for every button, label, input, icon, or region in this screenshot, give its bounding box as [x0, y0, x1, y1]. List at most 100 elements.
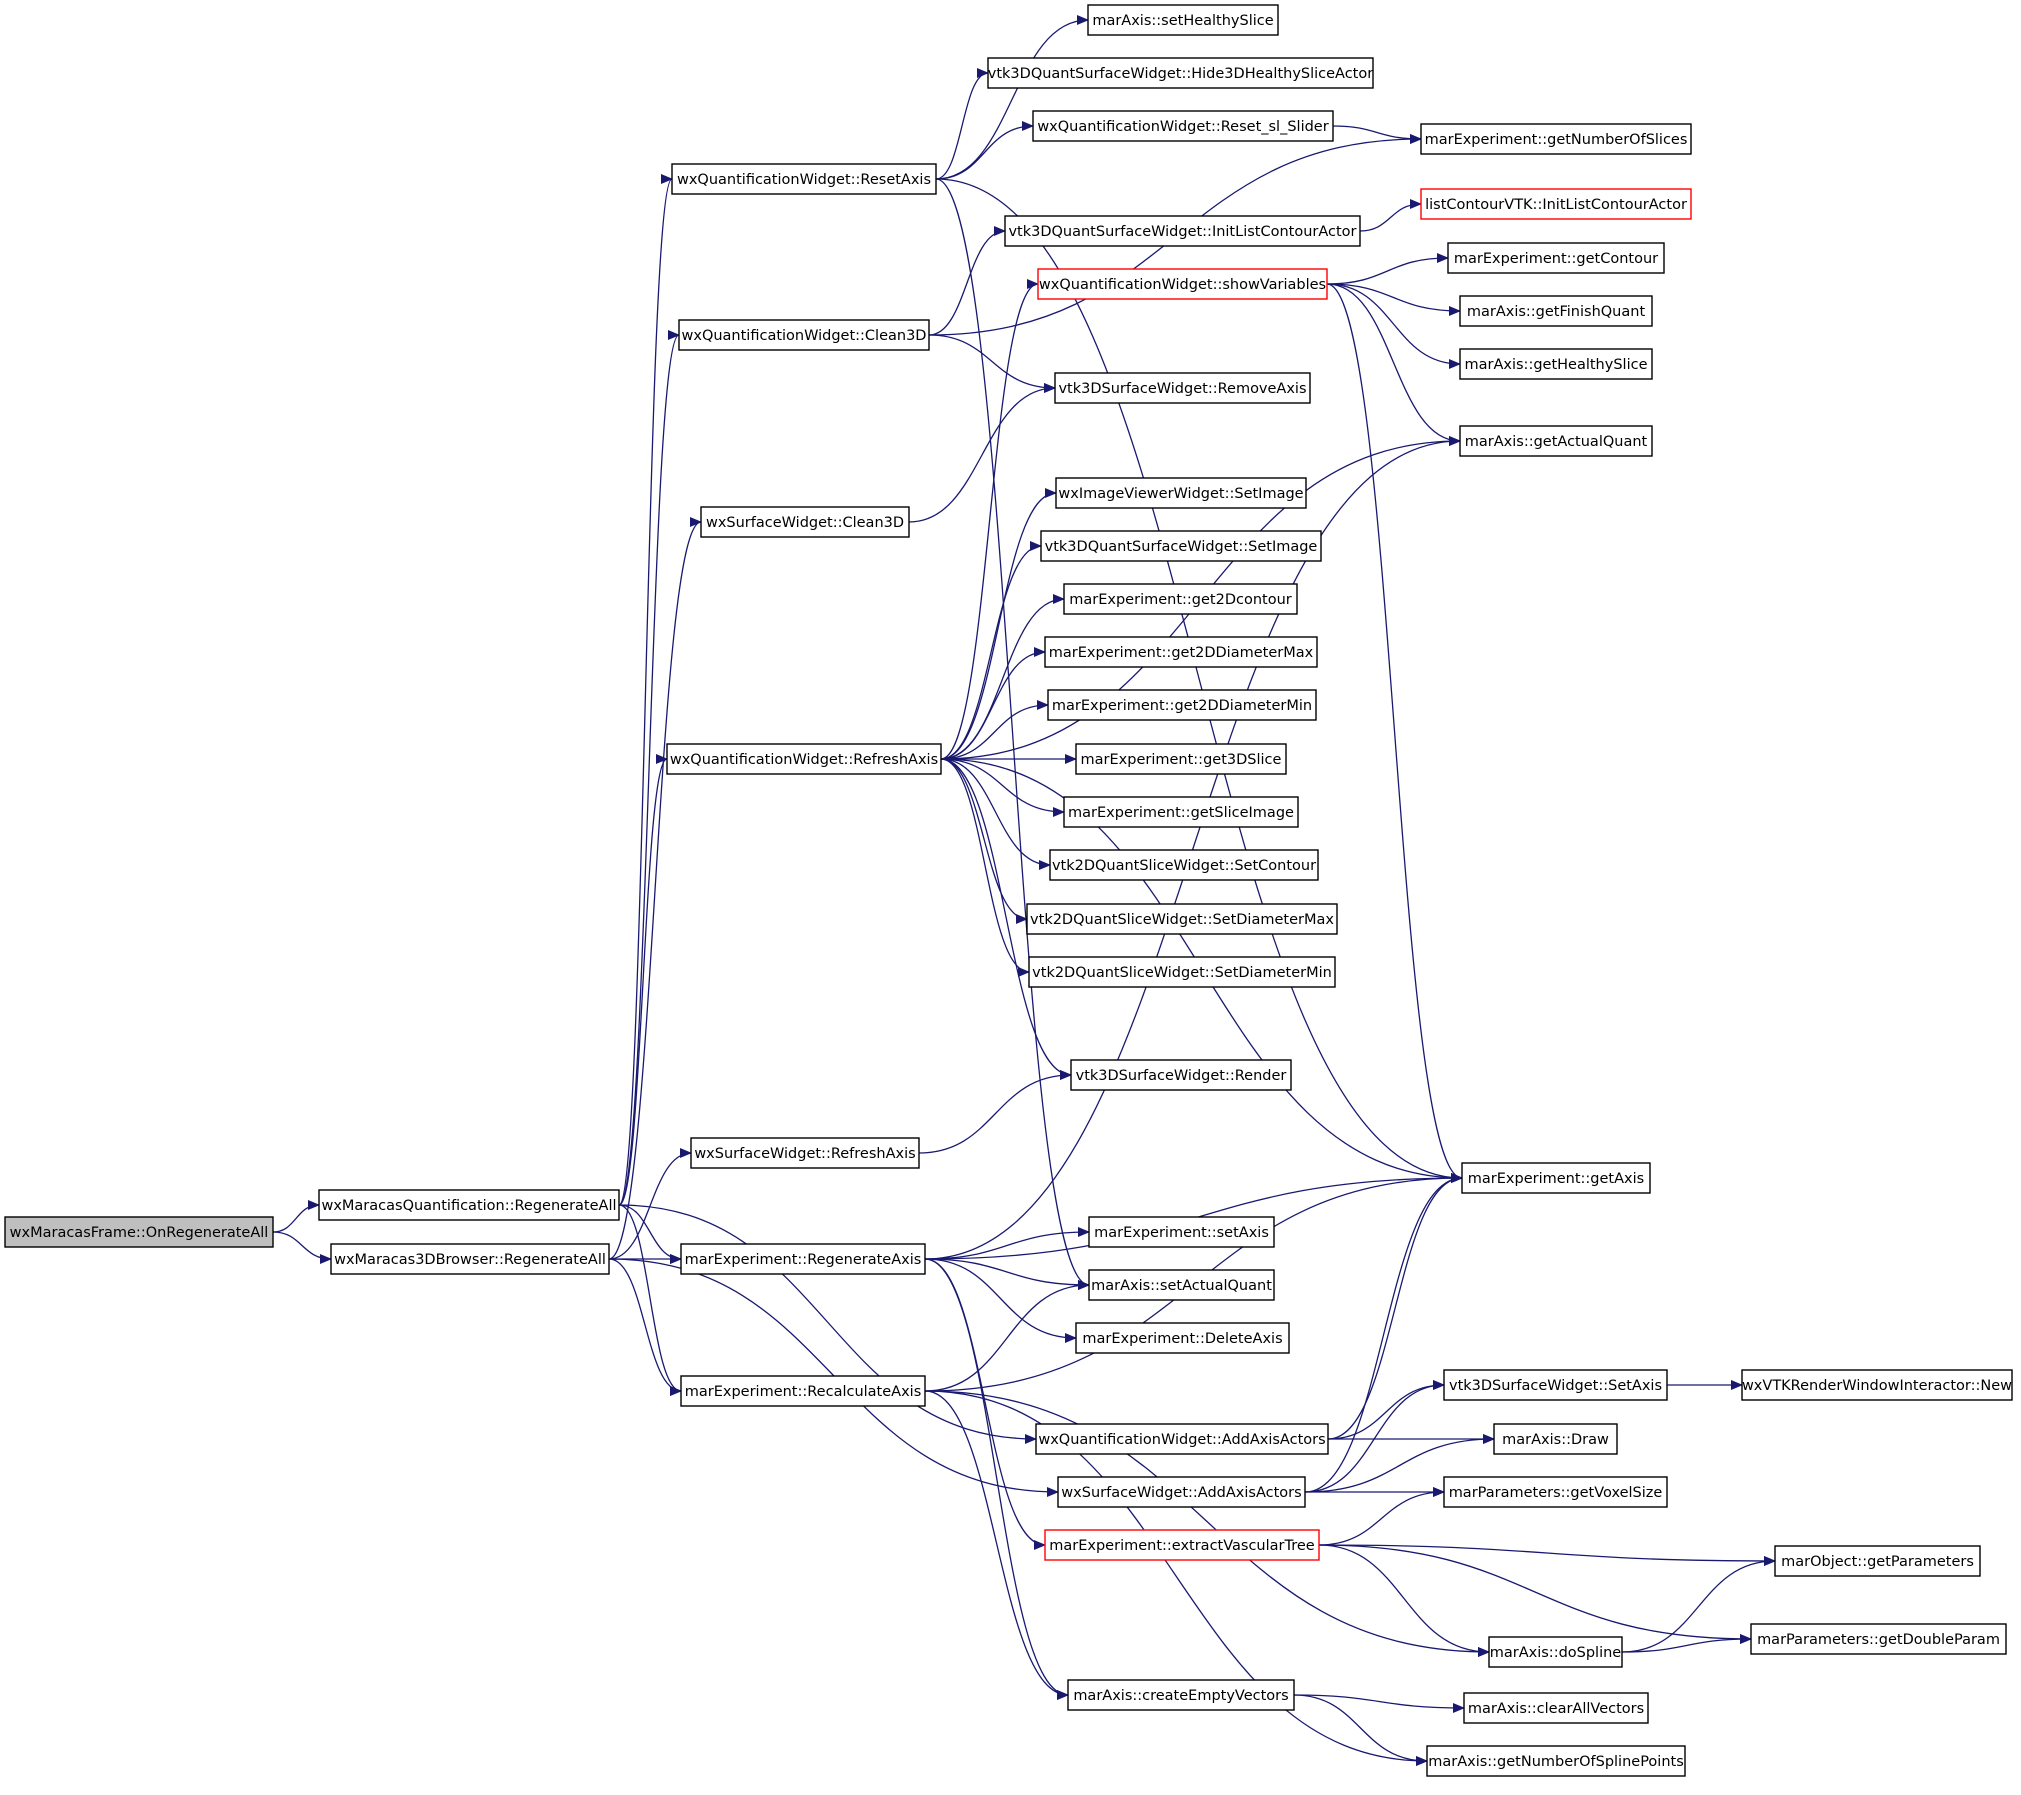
node-label: vtk2DQuantSliceWidget::SetContour — [1052, 858, 1316, 874]
edge-n7-to-n32 — [918, 1070, 1072, 1154]
node-marexperiment-regenerateaxis[interactable]: marExperiment::RegenerateAxis — [680, 1243, 926, 1275]
node-maraxis-clearallvectors[interactable]: marAxis::clearAllVectors — [1463, 1692, 1649, 1724]
node-wxvtkrenderwindowinteractor-new[interactable]: wxVTKRenderWindowInteractor::New — [1741, 1369, 2013, 1401]
node-label: wxMaracasFrame::OnRegenerateAll — [10, 1225, 269, 1241]
node-vtk2dquantslicewidget-setcontour[interactable]: vtk2DQuantSliceWidget::SetContour — [1049, 849, 1319, 881]
node-label: wxSurfaceWidget::Clean3D — [706, 515, 904, 531]
node-maraxis-gethealthyslice[interactable]: marAxis::getHealthySlice — [1459, 348, 1653, 380]
edge-n9-to-n35 — [924, 1280, 1090, 1392]
node-marparameters-getdoubleparam[interactable]: marParameters::getDoubleParam — [1750, 1623, 2007, 1655]
node-maraxis-draw[interactable]: marAxis::Draw — [1493, 1423, 1618, 1455]
node-marexperiment-setaxis[interactable]: marExperiment::setAxis — [1088, 1216, 1275, 1248]
edge-n1-to-n9 — [618, 1204, 682, 1396]
node-wxquantificationwidget-resetaxis[interactable]: wxQuantificationWidget::ResetAxis — [671, 163, 937, 195]
edge-n4-to-n20 — [928, 334, 1056, 393]
node-vtk3dsurfacewidget-removeaxis[interactable]: vtk3DSurfaceWidget::RemoveAxis — [1054, 372, 1311, 404]
node-box — [1741, 1369, 2013, 1401]
edge-n2-to-n5 — [608, 517, 702, 1260]
node-listcontourvtk-initlistcontouractor[interactable]: listContourVTK::InitListContourActor — [1420, 188, 1692, 220]
node-label: wxQuantificationWidget::Reset_sl_Slider — [1037, 119, 1328, 135]
node-box — [1044, 1529, 1320, 1561]
edge-n41-to-n37 — [1304, 1380, 1445, 1493]
edge-n1-to-n8 — [618, 1204, 682, 1264]
node-wximageviewerwidget-setimage[interactable]: wxImageViewerWidget::SetImage — [1055, 477, 1307, 509]
node-wxmaracasquantification-regenerateall[interactable]: wxMaracasQuantification::RegenerateAll — [318, 1189, 620, 1221]
edge-n1-to-n6 — [618, 754, 668, 1206]
node-vtk3dquantsurfacewidget-initlistcontouractor[interactable]: vtk3DQuantSurfaceWidget::InitListContour… — [1004, 215, 1361, 247]
node-label: marExperiment::get2DDiameterMin — [1052, 698, 1312, 714]
node-label: marExperiment::getSliceImage — [1068, 805, 1294, 821]
edge-n6-to-n30 — [940, 758, 1028, 924]
edge-n43-to-n42 — [1318, 1487, 1445, 1546]
edge-n43-to-n44 — [1318, 1544, 1776, 1566]
node-label: marObject::getParameters — [1781, 1554, 1974, 1570]
node-label: vtk3DQuantSurfaceWidget::SetImage — [1045, 539, 1318, 555]
node-vtk3dsurfacewidget-render[interactable]: vtk3DSurfaceWidget::Render — [1070, 1059, 1292, 1091]
node-vtk3dsurfacewidget-setaxis[interactable]: vtk3DSurfaceWidget::SetAxis — [1443, 1369, 1668, 1401]
node-wxquantificationwidget-showvariables[interactable]: wxQuantificationWidget::showVariables — [1037, 268, 1328, 300]
node-label: marExperiment::getContour — [1454, 251, 1658, 267]
node-marexperiment-getaxis[interactable]: marExperiment::getAxis — [1461, 1162, 1651, 1194]
node-box — [1774, 1545, 1981, 1577]
node-marexperiment-get3dslice[interactable]: marExperiment::get3DSlice — [1075, 743, 1287, 775]
node-vtk2dquantslicewidget-setdiametermax[interactable]: vtk2DQuantSliceWidget::SetDiameterMax — [1026, 903, 1338, 935]
node-label: marExperiment::getNumberOfSlices — [1425, 132, 1688, 148]
node-label: marAxis::setActualQuant — [1091, 1278, 1272, 1294]
node-maraxis-getnumberofsplinepoints[interactable]: marAxis::getNumberOfSplinePoints — [1426, 1745, 1686, 1777]
node-label: marExperiment::extractVascularTree — [1049, 1538, 1315, 1554]
node-label: wxQuantificationWidget::RefreshAxis — [670, 752, 938, 768]
edge-n0-to-n1 — [272, 1200, 320, 1233]
node-label: marAxis::Draw — [1502, 1432, 1609, 1448]
node-wxsurfacewidget-addaxisactors[interactable]: wxSurfaceWidget::AddAxisActors — [1057, 1476, 1306, 1508]
node-label: vtk2DQuantSliceWidget::SetDiameterMin — [1032, 965, 1332, 981]
node-marparameters-getvoxelsize[interactable]: marParameters::getVoxelSize — [1443, 1476, 1668, 1508]
node-wxsurfacewidget-clean3d[interactable]: wxSurfaceWidget::Clean3D — [700, 506, 910, 538]
edge-n6-to-n28 — [940, 758, 1065, 817]
node-wxmaracas3dbrowser-regenerateall[interactable]: wxMaracas3DBrowser::RegenerateAll — [330, 1243, 610, 1275]
node-maraxis-dospline[interactable]: marAxis::doSpline — [1488, 1636, 1623, 1668]
node-box — [1463, 1692, 1649, 1724]
node-marobject-getparameters[interactable]: marObject::getParameters — [1774, 1545, 1981, 1577]
edge-n41-to-n40 — [1304, 1434, 1495, 1493]
edge-n1-to-n39 — [618, 1204, 1037, 1444]
node-box — [1750, 1623, 2007, 1655]
node-box — [1420, 123, 1692, 155]
node-marexperiment-getnumberofslices[interactable]: marExperiment::getNumberOfSlices — [1420, 123, 1692, 155]
node-wxquantificationwidget-addaxisactors[interactable]: wxQuantificationWidget::AddAxisActors — [1035, 1423, 1329, 1455]
node-maraxis-sethealthyslice[interactable]: marAxis::setHealthySlice — [1087, 4, 1279, 36]
node-wxmaracasframe-onregenerateall[interactable]: wxMaracasFrame::OnRegenerateAll — [4, 1216, 274, 1248]
node-marexperiment-get2ddiametermax[interactable]: marExperiment::get2DDiameterMax — [1044, 636, 1318, 668]
node-box — [700, 506, 910, 538]
node-label: listContourVTK::InitListContourActor — [1425, 197, 1687, 213]
edge-n8-to-n36 — [924, 1258, 1077, 1343]
node-vtk2dquantslicewidget-setdiametermin[interactable]: vtk2DQuantSliceWidget::SetDiameterMin — [1028, 956, 1336, 988]
node-marexperiment-get2dcontour[interactable]: marExperiment::get2Dcontour — [1063, 583, 1298, 615]
node-maraxis-createemptyvectors[interactable]: marAxis::createEmptyVectors — [1067, 1679, 1295, 1711]
node-label: vtk3DSurfaceWidget::SetAxis — [1449, 1378, 1662, 1394]
node-maraxis-getactualquant[interactable]: marAxis::getActualQuant — [1459, 425, 1653, 457]
node-marexperiment-getsliceimage[interactable]: marExperiment::getSliceImage — [1063, 796, 1299, 828]
node-marexperiment-extractvasculartree[interactable]: marExperiment::extractVascularTree — [1044, 1529, 1320, 1561]
edge-n47-to-n49 — [1293, 1694, 1428, 1766]
edge-n39-to-n33 — [1327, 1173, 1463, 1440]
node-label: vtk3DSurfaceWidget::Render — [1076, 1068, 1287, 1084]
node-vtk3dquantsurfacewidget-hide3dhealthysliceactor[interactable]: vtk3DQuantSurfaceWidget::Hide3DHealthySl… — [987, 57, 1374, 89]
node-label: marExperiment::getAxis — [1468, 1171, 1644, 1187]
node-wxquantificationwidget-refreshaxis[interactable]: wxQuantificationWidget::RefreshAxis — [666, 743, 942, 775]
node-maraxis-setactualquant[interactable]: marAxis::setActualQuant — [1088, 1269, 1275, 1301]
node-wxsurfacewidget-refreshaxis[interactable]: wxSurfaceWidget::RefreshAxis — [690, 1137, 920, 1169]
node-box — [1037, 268, 1328, 300]
edge-n6-to-n16 — [940, 279, 1039, 760]
node-maraxis-getfinishquant[interactable]: marAxis::getFinishQuant — [1459, 295, 1653, 327]
node-wxquantificationwidget-clean3d[interactable]: wxQuantificationWidget::Clean3D — [678, 319, 930, 351]
node-marexperiment-getcontour[interactable]: marExperiment::getContour — [1447, 242, 1665, 274]
node-vtk3dquantsurfacewidget-setimage[interactable]: vtk3DQuantSurfaceWidget::SetImage — [1040, 530, 1322, 562]
node-label: marExperiment::get3DSlice — [1081, 752, 1282, 768]
edge-n16-to-n21 — [1326, 283, 1461, 446]
node-box — [987, 57, 1374, 89]
node-marexperiment-recalculateaxis[interactable]: marExperiment::RecalculateAxis — [680, 1375, 926, 1407]
node-marexperiment-deleteaxis[interactable]: marExperiment::DeleteAxis — [1075, 1322, 1290, 1354]
node-wxquantificationwidget-reset-sl-slider[interactable]: wxQuantificationWidget::Reset_sl_Slider — [1032, 110, 1334, 142]
node-marexperiment-get2ddiametermin[interactable]: marExperiment::get2DDiameterMin — [1047, 689, 1317, 721]
